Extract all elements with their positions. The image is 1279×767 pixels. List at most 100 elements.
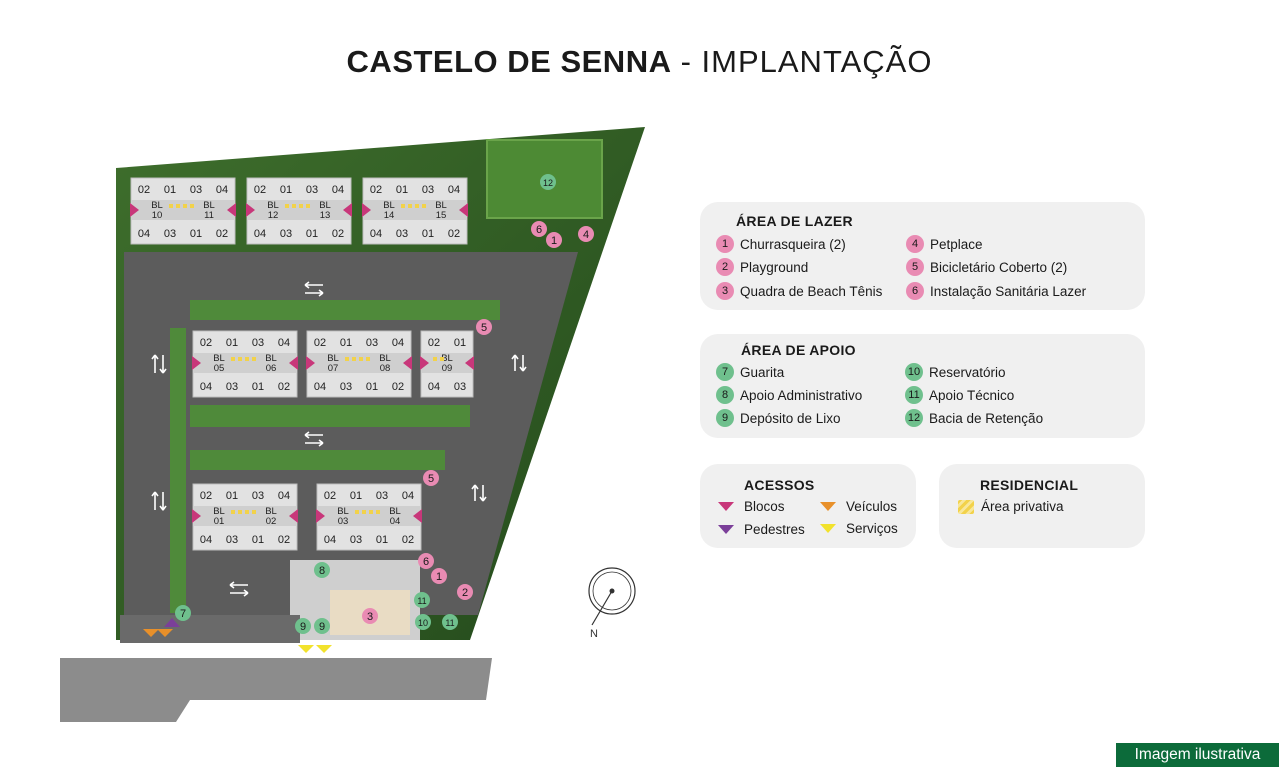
apoio-heading: ÁREA DE APOIO — [741, 342, 856, 358]
block-label: BL — [389, 506, 401, 517]
blocos-access-mark — [420, 356, 429, 370]
block-number: 07 — [328, 363, 339, 374]
legend-label: Petplace — [930, 236, 983, 252]
unit-number: 04 — [254, 228, 266, 240]
private-area-dot — [169, 204, 173, 208]
block-label: BL — [319, 200, 331, 211]
block-number: 15 — [436, 210, 447, 221]
block-core — [193, 353, 297, 373]
lawn-strip — [190, 300, 500, 320]
private-area-dot — [440, 357, 444, 361]
block-number: 04 — [390, 516, 401, 527]
block-number: 10 — [152, 210, 163, 221]
block-core — [193, 506, 297, 526]
block-label: BL — [265, 506, 277, 517]
unit-number: 03 — [396, 228, 408, 240]
marker-circle — [175, 605, 191, 621]
legend-number: 5 — [906, 258, 924, 276]
private-area-dot — [366, 357, 370, 361]
residencial-heading: RESIDENCIAL — [980, 477, 1079, 493]
marker-circle — [476, 319, 492, 335]
private-area-dot — [183, 204, 187, 208]
area-privativa-swatch — [958, 499, 974, 514]
private-area-dot — [190, 204, 194, 208]
servicos-access-mark — [298, 645, 314, 653]
private-area-dot — [252, 357, 256, 361]
unit-number: 01 — [252, 534, 264, 546]
residencial-panel: RESIDENCIAL Área privativa — [939, 464, 1145, 548]
unit-number: 01 — [190, 228, 202, 240]
blocos-triangle-icon — [718, 502, 734, 511]
unit-number: 04 — [370, 228, 382, 240]
private-area-dot — [285, 204, 289, 208]
legend-label: Área privativa — [981, 499, 1064, 514]
legend-label: Bicicletário Coberto (2) — [930, 259, 1068, 275]
private-area-dot — [422, 204, 426, 208]
unit-number: 02 — [324, 490, 336, 502]
private-area-dot — [415, 204, 419, 208]
marker-circle — [546, 232, 562, 248]
traffic-arrow — [229, 581, 249, 597]
private-area-dot — [433, 357, 437, 361]
block-number: 14 — [384, 210, 395, 221]
unit-number: 01 — [454, 337, 466, 349]
residencial-item: Área privativa — [958, 499, 1064, 514]
legend-label: Playground — [740, 259, 809, 275]
unit-number: 01 — [376, 534, 388, 546]
unit-number: 04 — [428, 381, 440, 393]
legend-label: Veículos — [846, 499, 898, 514]
block-number: 03 — [338, 516, 349, 527]
unit-number: 02 — [216, 228, 228, 240]
acessos-item: Veículos — [820, 499, 897, 514]
map-marker: 1 — [431, 568, 447, 584]
unit-number: 02 — [200, 490, 212, 502]
blocos-access-mark — [362, 203, 371, 217]
street — [60, 658, 492, 722]
unit-number: 04 — [278, 490, 290, 502]
unit-number: 01 — [350, 490, 362, 502]
block-number: 11 — [204, 210, 214, 221]
map-marker: 6 — [531, 221, 547, 237]
marker-circle — [295, 618, 311, 634]
map-marker: 5 — [423, 470, 439, 486]
lawn-strip — [190, 405, 470, 427]
unit-number: 03 — [366, 337, 378, 349]
blocos-access-mark — [465, 356, 474, 370]
block-number: 01 — [214, 516, 225, 527]
acessos-item: Serviços — [820, 521, 898, 536]
veiculos-access-mark — [157, 629, 173, 637]
marker-number: 1 — [436, 571, 442, 583]
block-label: BL — [435, 200, 447, 211]
legend-label: Apoio Administrativo — [740, 387, 863, 403]
unit-number: 01 — [280, 184, 292, 196]
private-area-dot — [292, 204, 296, 208]
unit-number: 03 — [280, 228, 292, 240]
marker-number: 11 — [445, 618, 454, 628]
marker-circle — [314, 562, 330, 578]
marker-circle — [457, 584, 473, 600]
compass-label: N — [590, 628, 598, 640]
unit-number: 01 — [366, 381, 378, 393]
marker-number: 7 — [180, 608, 186, 620]
marker-circle — [415, 614, 431, 630]
servicos-access-mark — [316, 645, 332, 653]
marker-number: 10 — [418, 618, 428, 628]
private-area-dot — [369, 510, 373, 514]
blocos-access-mark — [289, 509, 298, 523]
traffic-arrow — [304, 281, 324, 297]
block-label: BL — [151, 200, 163, 211]
marker-number: 11 — [417, 596, 426, 606]
map-marker: 12 — [540, 174, 556, 190]
legend-number: 4 — [906, 235, 924, 253]
unit-number: 02 — [392, 381, 404, 393]
map-marker: 2 — [457, 584, 473, 600]
unit-number: 01 — [306, 228, 318, 240]
unit-number: 04 — [278, 337, 290, 349]
